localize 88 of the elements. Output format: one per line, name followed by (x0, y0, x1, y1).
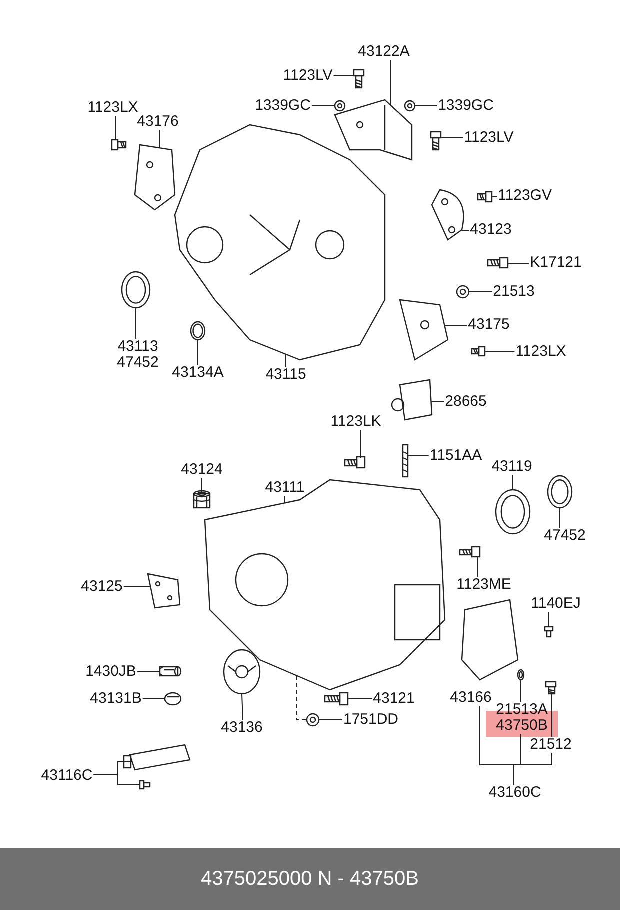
part-number: 43134A (171, 365, 225, 381)
leader-line (123, 586, 152, 588)
plug-drawing (164, 692, 182, 706)
o-ring-drawing (517, 669, 525, 681)
washer-drawing (456, 285, 470, 299)
leader-line (242, 694, 244, 720)
part-number: 1151AA (428, 448, 484, 464)
part-number: 1123ME (456, 577, 512, 593)
washer-drawing (306, 713, 320, 727)
leader-line (360, 430, 362, 458)
bolt-drawing (353, 69, 365, 89)
part-number: 21512 (529, 737, 573, 753)
part-number: 1339GC (254, 98, 312, 114)
leader-line (390, 60, 392, 106)
leader-line (296, 676, 308, 720)
bracket-drawing (334, 99, 413, 161)
part-number: 47452 (116, 355, 160, 371)
part-number: 1123LV (282, 68, 334, 84)
part-number: 43176 (136, 114, 180, 130)
part-number: 43122A (357, 44, 411, 60)
leader-line (93, 774, 140, 786)
leader-line (548, 612, 550, 628)
part-number: 43119 (490, 459, 534, 475)
bracket-drawing (391, 379, 433, 421)
bolt-drawing (477, 191, 493, 203)
seal-ring-drawing (495, 489, 531, 535)
part-number: 43136 (220, 720, 264, 736)
bolt-drawing (344, 456, 366, 469)
part-number: 43160C (488, 785, 542, 801)
seal-ring-drawing (547, 475, 573, 509)
bracket-drawing (134, 144, 176, 211)
part-number: 43115 (264, 367, 308, 383)
stud-drawing (402, 444, 409, 478)
bolt-drawing (430, 131, 442, 151)
sealant-tube-drawing (123, 744, 191, 771)
plate-drawing (431, 189, 464, 241)
part-number: 43123 (469, 222, 513, 238)
part-number: 1430JB (84, 664, 138, 680)
part-number: 47452 (543, 528, 587, 544)
bushing-drawing (193, 490, 211, 509)
bolt-drawing (459, 546, 481, 558)
part-number: 1751DD (342, 712, 400, 728)
part-number: 43166 (449, 690, 493, 706)
cover-drawing (223, 649, 261, 695)
plate-drawing (147, 573, 181, 609)
leader-line (512, 474, 514, 490)
part-number: 43116C (40, 768, 94, 784)
part-number: 21513A (495, 702, 549, 718)
bolt-drawing (544, 626, 554, 638)
part-number: 1339GC (437, 98, 495, 114)
screw-drawing (139, 780, 151, 790)
part-number: 43175 (467, 317, 511, 333)
case-drawing (204, 479, 446, 691)
part-number: 21513 (492, 284, 536, 300)
bolt-drawing (487, 257, 509, 269)
leader-line (348, 698, 373, 700)
part-number: 43111 (264, 480, 306, 496)
bolt-drawing (324, 692, 349, 706)
leader-line (492, 196, 498, 198)
part-number: 43121 (372, 691, 416, 707)
bolt-drawing (545, 681, 557, 695)
bolt-drawing (111, 139, 127, 151)
part-number: 43750B (495, 718, 549, 734)
caption-bar: 4375025000 N - 43750B (0, 848, 620, 910)
part-number: 1123GV (497, 188, 553, 204)
seal-ring-drawing (190, 321, 206, 341)
part-number: 43113 (116, 339, 160, 355)
bolt-drawing (471, 346, 486, 357)
part-number: 1123LV (463, 130, 515, 146)
nut-drawing (334, 100, 346, 112)
part-number: 43131B (89, 691, 143, 707)
bracket-drawing (399, 299, 449, 361)
leader-line (514, 752, 552, 786)
part-number: 1140EJ (530, 596, 582, 612)
part-number: 28665 (444, 394, 488, 410)
seal-ring-drawing (121, 271, 151, 309)
leader-line (520, 680, 522, 702)
part-number: 43124 (180, 462, 224, 478)
part-number: 1123LX (86, 100, 138, 116)
pin-drawing (159, 666, 182, 677)
leader-line (142, 698, 166, 700)
part-number: 1123LX (514, 344, 568, 360)
nut-drawing (404, 100, 416, 112)
part-number: 1123LK (330, 414, 382, 430)
leader-line (462, 230, 470, 232)
leader-line (284, 496, 286, 504)
part-number: 43125 (80, 579, 124, 595)
part-number: K17121 (529, 255, 583, 271)
